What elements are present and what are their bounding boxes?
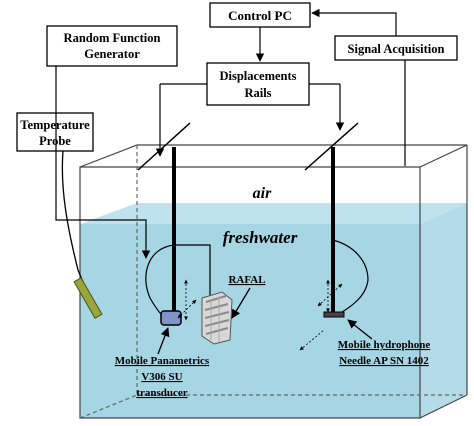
left-rail: [137, 122, 191, 171]
water-surface: [80, 203, 467, 224]
arrow-acquisition-to-pc: [311, 8, 397, 36]
temperature-label-line1: Temperature: [20, 118, 90, 132]
tank-hidden-left-edge: [79, 394, 138, 419]
freshwater-label: freshwater: [223, 228, 298, 247]
hydrophone-label-line1: Mobile hydrophone: [338, 339, 431, 351]
water-front-face: [80, 224, 420, 418]
hydrophone-cable: [332, 239, 369, 313]
random-function-generator-box: Random Function Generator: [46, 25, 178, 67]
rafal-absorber: [201, 291, 233, 345]
temperature-probe-box: Temperature Probe: [16, 112, 94, 152]
control-pc-box: Control PC: [209, 2, 311, 28]
hydrophone-needle: [323, 311, 345, 318]
rafal-label: RAFAL: [228, 274, 265, 286]
temperature-label-line2: Probe: [39, 134, 71, 148]
rafal-wire: [176, 244, 211, 296]
displacements-label-line1: Displacements: [219, 69, 296, 83]
arrow-rafal-label: [231, 287, 251, 319]
displacements-rails-box: Displacements Rails: [206, 62, 310, 106]
random-function-label-line2: Generator: [84, 47, 140, 61]
connection-arrows: [55, 8, 406, 259]
arrow-generator-to-transducer: [55, 66, 151, 259]
arrow-transducer-label: [157, 327, 170, 355]
hydrophone-label-line2: Needle AP SN 1402: [339, 355, 429, 367]
transducer-label-line2: V306 SU: [141, 371, 182, 383]
hydrophone-motion-arrows: [299, 279, 343, 351]
right-rail: [304, 122, 359, 171]
signal-acquisition-label: Signal Acquisition: [348, 42, 445, 56]
temperature-probe-sensor: [73, 277, 103, 319]
tank-outline: [79, 144, 468, 419]
arrow-hydrophone-label: [347, 319, 373, 340]
air-label: air: [253, 185, 272, 202]
rails: [137, 122, 359, 171]
control-pc-label: Control PC: [228, 8, 292, 23]
signal-acquisition-box: Signal Acquisition: [334, 35, 458, 61]
tank-bottom-right-edge: [419, 394, 468, 419]
transducer-motion-arrows: [177, 279, 197, 321]
transducer-label-line1: Mobile Panametrics: [115, 355, 210, 367]
random-function-label-line1: Random Function: [64, 31, 161, 45]
tank-top-back-edges: [79, 144, 468, 168]
displacements-label-line2: Rails: [244, 86, 271, 100]
transducer-label-line3: transducer: [136, 387, 187, 399]
water-side-face: [420, 203, 467, 418]
